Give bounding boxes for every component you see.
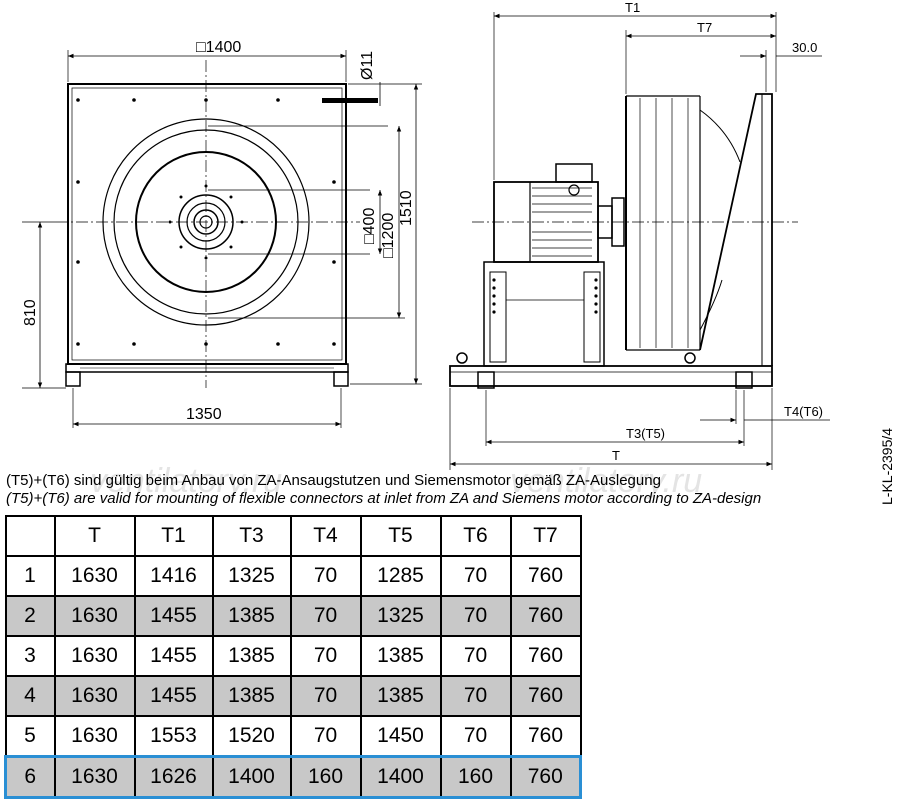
table-cell: 70 xyxy=(439,715,512,758)
table-cell: 760 xyxy=(509,595,582,637)
table-cell: 1455 xyxy=(133,675,214,717)
table-cell: 1630 xyxy=(53,755,136,799)
table-cell: 1385 xyxy=(211,595,292,637)
base-frame xyxy=(449,365,773,387)
table-cell: 760 xyxy=(509,555,582,597)
table-cell: 70 xyxy=(289,555,362,597)
foot-right-side xyxy=(735,371,753,389)
header-cell: T5 xyxy=(359,515,442,557)
table-cell: 70 xyxy=(439,555,512,597)
table-cell: 1630 xyxy=(53,595,136,637)
table-cell: 1455 xyxy=(133,635,214,677)
header-cell: T1 xyxy=(133,515,214,557)
table-cell: 2 xyxy=(4,595,56,637)
header-cell: T6 xyxy=(439,515,512,557)
front-view xyxy=(22,50,422,428)
table-cell: 4 xyxy=(4,675,56,717)
foot-left xyxy=(65,371,81,387)
note-german: (T5)+(T6) sind gültig beim Anbau von ZA-… xyxy=(6,472,661,489)
label-400: □400 xyxy=(361,208,378,244)
table-cell: 1630 xyxy=(53,715,136,758)
table-cell: 70 xyxy=(289,595,362,637)
table-cell: 1450 xyxy=(359,715,442,758)
base-rail xyxy=(65,363,349,373)
table-cell: 1626 xyxy=(133,755,214,799)
table-cell: 760 xyxy=(509,715,582,758)
table-cell: 1520 xyxy=(211,715,292,758)
foot-right xyxy=(333,371,349,387)
note-english: (T5)+(T6) are valid for mounting of flex… xyxy=(6,490,762,507)
side-view xyxy=(449,12,830,470)
table-cell: 1325 xyxy=(359,595,442,637)
table-cell: 160 xyxy=(439,755,512,799)
watermark-layer: ventilatory.ru ventilatory.ru xyxy=(90,462,702,500)
table-cell: 5 xyxy=(4,715,56,758)
terminal-box xyxy=(555,163,593,183)
label-30: 30.0 xyxy=(792,40,817,55)
label-t4: T4(T6) xyxy=(784,404,823,419)
table-row: 5 1630 1553 1520 70 1450 70 760 xyxy=(4,715,582,758)
table-cell: 70 xyxy=(289,715,362,758)
table-cell: 760 xyxy=(509,755,582,799)
table-cell: 760 xyxy=(509,675,582,717)
label-810: 810 xyxy=(22,299,39,326)
watermark-1: ventilatory.ru xyxy=(90,462,282,500)
label-hole: Ø11 xyxy=(359,51,376,80)
table-cell: 1325 xyxy=(211,555,292,597)
front-view-labels: □1400 Ø11 □400 □1200 1510 810 1350 xyxy=(22,39,415,423)
drawing-code: L-KL-2395/4 xyxy=(879,428,895,505)
table-cell: 1385 xyxy=(359,635,442,677)
table-cell: 70 xyxy=(289,675,362,717)
header-cell: T3 xyxy=(211,515,292,557)
label-t: T xyxy=(612,448,620,463)
watermark-2: ventilatory.ru xyxy=(510,462,702,500)
label-t3: T3(T5) xyxy=(626,426,665,441)
header-cell: T xyxy=(53,515,136,557)
table-cell: 1385 xyxy=(359,675,442,717)
table-row: 4 1630 1455 1385 70 1385 70 760 xyxy=(4,675,582,717)
table-row-selected[interactable]: 6 1630 1626 1400 160 1400 160 760 xyxy=(4,755,582,799)
table-cell: 70 xyxy=(439,595,512,637)
table-cell: 70 xyxy=(439,675,512,717)
table-cell: 70 xyxy=(289,635,362,677)
table-header-row: T T1 T3 T4 T5 T6 T7 xyxy=(4,515,582,557)
table-cell: 1416 xyxy=(133,555,214,597)
header-cell xyxy=(4,515,56,557)
technical-drawing: ventilatory.ru ventilatory.ru xyxy=(22,0,895,505)
label-1350: 1350 xyxy=(186,406,222,423)
label-1510: 1510 xyxy=(398,190,415,226)
table-cell: 1385 xyxy=(211,635,292,677)
table-cell: 3 xyxy=(4,635,56,677)
table-cell: 70 xyxy=(439,635,512,677)
table-cell: 1 xyxy=(4,555,56,597)
table-cell: 1630 xyxy=(53,675,136,717)
table-row: 3 1630 1455 1385 70 1385 70 760 xyxy=(4,635,582,677)
table-cell: 1630 xyxy=(53,555,136,597)
table-cell: 160 xyxy=(289,755,362,799)
table-cell: 1400 xyxy=(359,755,442,799)
table-cell: 1455 xyxy=(133,595,214,637)
mounting-holes xyxy=(76,98,336,346)
foot-left-side xyxy=(477,371,495,389)
label-1200: □1200 xyxy=(380,213,397,258)
table-cell: 6 xyxy=(4,755,56,799)
label-width: □1400 xyxy=(196,39,241,56)
label-t7: T7 xyxy=(697,20,712,35)
housing-inner-frame xyxy=(71,87,343,361)
header-cell: T4 xyxy=(289,515,362,557)
table-cell: 760 xyxy=(509,635,582,677)
motor-support xyxy=(483,261,605,367)
side-view-labels: T1 T7 30.0 T4(T6) T3(T5) T L-KL-2395/4 xyxy=(612,0,895,505)
table-row: 1 1630 1416 1325 70 1285 70 760 xyxy=(4,555,582,597)
header-cell: T7 xyxy=(509,515,582,557)
label-t1: T1 xyxy=(625,0,640,15)
table-row: 2 1630 1455 1385 70 1325 70 760 xyxy=(4,595,582,637)
impeller-cone xyxy=(699,93,773,366)
table-cell: 1630 xyxy=(53,635,136,677)
dimensions-table: T T1 T3 T4 T5 T6 T7 1 1630 1416 1325 70 … xyxy=(4,515,582,799)
table-cell: 1285 xyxy=(359,555,442,597)
table-cell: 1553 xyxy=(133,715,214,758)
table-cell: 1400 xyxy=(211,755,292,799)
table-cell: 1385 xyxy=(211,675,292,717)
